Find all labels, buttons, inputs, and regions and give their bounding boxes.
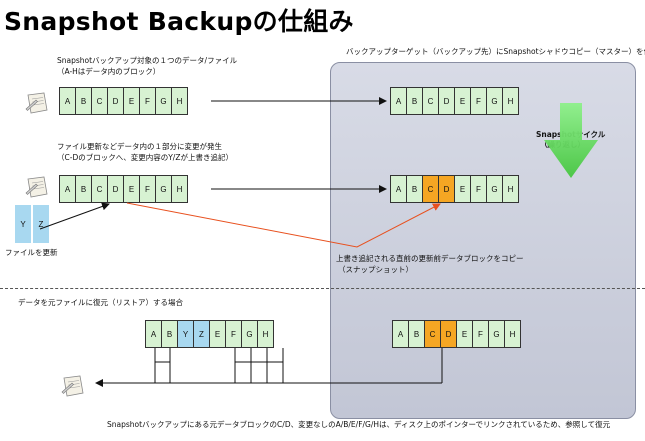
section2-caption-line1: ファイル更新などデータ内の１部分に変更が発生 [57, 142, 222, 151]
data-block: H [171, 175, 188, 203]
data-block: B [406, 87, 423, 115]
data-block: H [502, 87, 519, 115]
update-block: Z [33, 205, 49, 243]
page-title: Snapshot Backupの仕組み [4, 7, 354, 36]
update-block: Y [15, 205, 31, 243]
restore-pointer-lines [154, 348, 443, 383]
restore-footer: Snapshotバックアップにある元データブロックのC/D、変更なしのA/B/E… [107, 420, 611, 429]
restore-snapshot-block-row: A B C D E F G H [392, 320, 521, 348]
copy-note-line2: （スナップショット） [338, 265, 413, 274]
restored-block-row: A B Y Z E F G H [145, 320, 274, 348]
target-header: バックアップターゲット（バックアップ先）にSnapshotシャドウコピー（マスタ… [346, 47, 645, 56]
target-snapshot1-row: A B C D E F G H [390, 87, 519, 115]
update-label: ファイルを更新 [5, 248, 58, 257]
target-snapshot2-row: A B C D E F G H [390, 175, 519, 203]
data-block: H [171, 87, 188, 115]
data-block: G [488, 320, 505, 348]
data-block: H [502, 175, 519, 203]
document-icon [60, 374, 86, 398]
backup-target-panel [330, 62, 636, 419]
restore-caption: データを元ファイルに復元（リストア）する場合 [18, 298, 183, 307]
updated-source-block-row: A B C D E F G H [59, 175, 188, 203]
section1-caption-line2: （A-Hはデータ内のブロック） [57, 67, 161, 76]
source-block-row: A B C D E F G H [59, 87, 188, 115]
section1-caption-line1: Snapshotバックアップ対象の１つのデータ/ファイル [57, 56, 238, 65]
update-data-block: Z [193, 320, 210, 348]
data-block: H [257, 320, 274, 348]
section2-caption-line2: （C-Dのブロックへ、変更内容のY/Zが上書き追記） [57, 153, 233, 162]
section-divider [0, 288, 645, 289]
document-icon [24, 91, 50, 115]
update-arrow [39, 202, 110, 230]
document-icon [24, 175, 50, 199]
data-block: E [456, 320, 473, 348]
update-blocks: Y Z [15, 205, 49, 243]
data-block: H [504, 320, 521, 348]
copy-note-line1: 上書き追記される直前の更新前データブロックをコピー [336, 254, 524, 263]
copy-arrow [126, 202, 441, 248]
snapshot-cycle-arrow [544, 103, 598, 178]
